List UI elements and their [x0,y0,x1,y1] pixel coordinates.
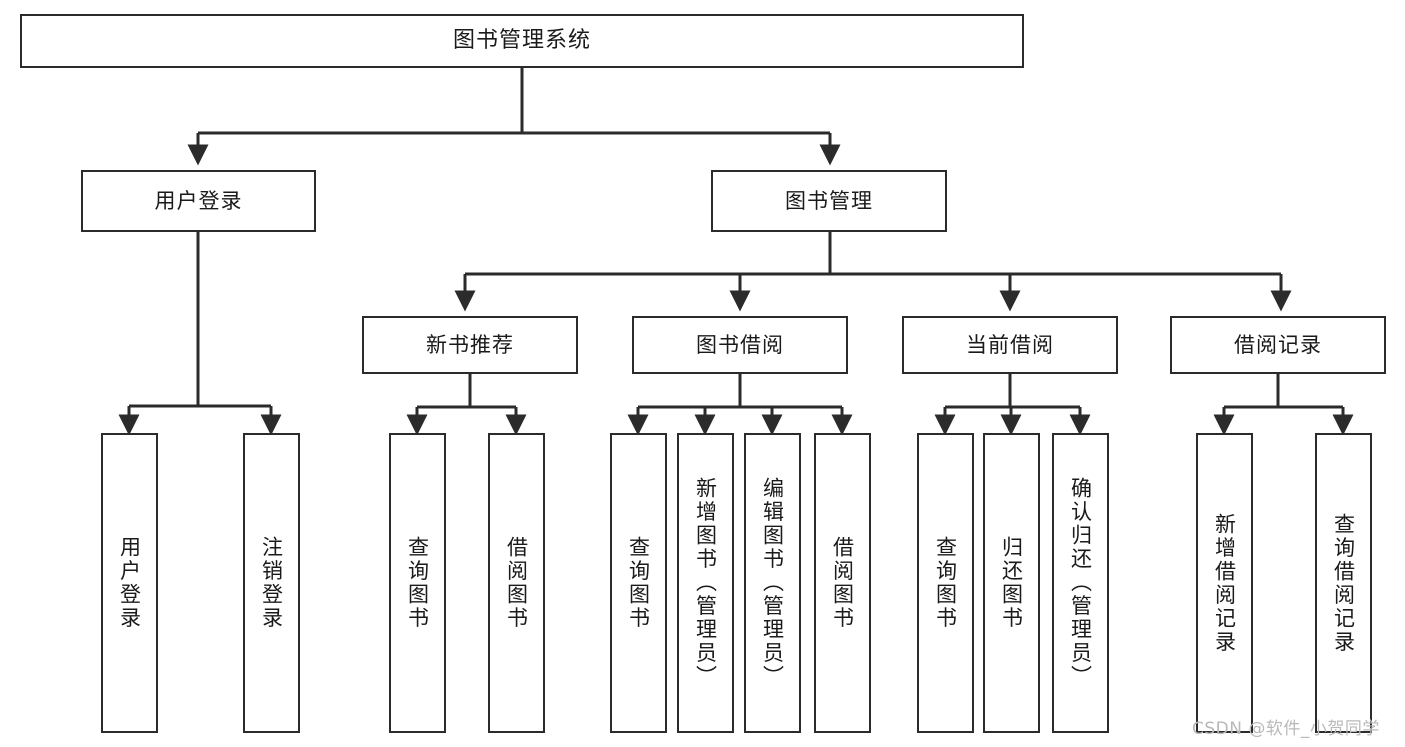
node-label: 注销登录 [259,536,284,630]
node-leaf-user-login[interactable]: 用户登录 [101,433,158,733]
node-label: 用户登录 [154,188,243,213]
node-book-management[interactable]: 图书管理 [711,170,947,232]
node-label: 借阅图书 [830,536,855,630]
node-user-login[interactable]: 用户登录 [81,170,316,232]
watermark: CSDN @软件_小贺同学 [1192,719,1380,739]
node-label: 归还图书 [999,536,1024,630]
node-leaf-confirm-return-admin[interactable]: 确认归还（管理员） [1052,433,1109,733]
node-label: 当前借阅 [966,332,1054,357]
node-label: 确认归还（管理员） [1068,477,1093,689]
node-label: 借阅记录 [1234,332,1322,357]
node-label: 图书管理系统 [452,28,591,54]
node-leaf-query-borrow-record[interactable]: 查询借阅记录 [1315,433,1372,733]
node-label: 图书借阅 [696,332,784,357]
node-label: 用户登录 [117,536,142,630]
node-label: 借阅图书 [504,536,529,630]
node-leaf-query-book-current[interactable]: 查询图书 [917,433,974,733]
node-leaf-user-logout[interactable]: 注销登录 [243,433,300,733]
node-borrow-records[interactable]: 借阅记录 [1170,316,1386,374]
node-current-borrow[interactable]: 当前借阅 [902,316,1118,374]
node-label: 编辑图书（管理员） [760,477,785,689]
node-leaf-edit-book-admin[interactable]: 编辑图书（管理员） [744,433,801,733]
node-label: 图书管理 [785,188,873,213]
node-leaf-return-book[interactable]: 归还图书 [983,433,1040,733]
node-leaf-query-book-borrow[interactable]: 查询图书 [610,433,667,733]
node-leaf-borrow-book-recommend[interactable]: 借阅图书 [488,433,545,733]
node-leaf-query-book-recommend[interactable]: 查询图书 [389,433,446,733]
node-label: 查询图书 [626,536,651,630]
node-label: 新增图书（管理员） [693,477,718,689]
node-root-library-system[interactable]: 图书管理系统 [20,14,1024,68]
node-leaf-add-borrow-record[interactable]: 新增借阅记录 [1196,433,1253,733]
node-leaf-borrow-book[interactable]: 借阅图书 [814,433,871,733]
node-label: 新增借阅记录 [1212,512,1237,654]
node-book-borrow[interactable]: 图书借阅 [632,316,848,374]
node-label: 查询借阅记录 [1331,512,1356,654]
node-new-book-recommend[interactable]: 新书推荐 [362,316,578,374]
node-label: 查询图书 [933,536,958,630]
node-label: 新书推荐 [426,332,514,357]
node-label: 查询图书 [405,536,430,630]
node-leaf-add-book-admin[interactable]: 新增图书（管理员） [677,433,734,733]
